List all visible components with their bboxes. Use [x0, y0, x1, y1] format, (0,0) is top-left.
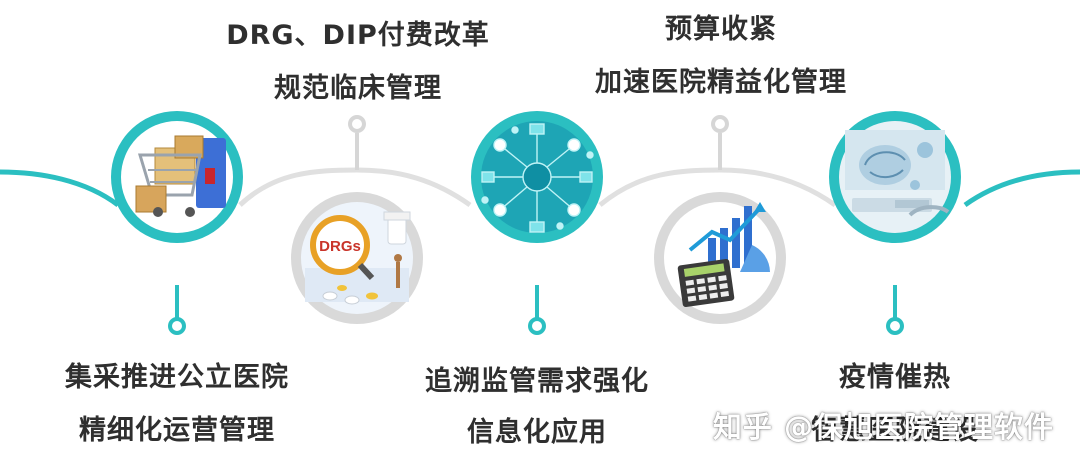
- ai-brain-icon: [845, 130, 950, 217]
- stage-4-label: 预算收紧 加速医院精益化管理: [580, 16, 862, 96]
- wave-line-right: [963, 169, 1080, 208]
- stage-5-line-1: 疫情催热: [839, 362, 951, 393]
- wave-line-left: [0, 169, 120, 207]
- network-icon: [481, 123, 594, 233]
- stage-1-label: 集采推进公立医院 精细化运营管理: [50, 364, 304, 444]
- connector-dot-3: [528, 317, 546, 335]
- stage-5-line-2: 智慧医院建设: [811, 415, 979, 446]
- stage-1-circle: [111, 111, 243, 243]
- stage-5-label: 疫情催热 智慧医院建设: [800, 364, 990, 444]
- connector-dot-5: [886, 317, 904, 335]
- stage-1-line-2: 精细化运营管理: [79, 415, 275, 446]
- shopping-cart-icon: [135, 135, 226, 217]
- stage-4-line-1: 预算收紧: [665, 14, 777, 45]
- stage-3-label: 追溯监管需求强化 信息化应用: [410, 368, 664, 446]
- stage-2-line-1: DRG、DIP付费改革: [226, 20, 490, 51]
- stage-5-circle: [829, 111, 961, 243]
- stage-3-line-2: 信息化应用: [467, 417, 607, 448]
- connector-dot-1: [168, 317, 186, 335]
- drgs-magnifier-icon: DRGs: [305, 211, 411, 305]
- stage-2-label: DRG、DIP付费改革 规范临床管理: [218, 22, 498, 102]
- stage-2-line-2: 规范临床管理: [274, 73, 442, 104]
- watermark: 知乎 @保旭医院管理软件: [712, 410, 1054, 444]
- stage-3-line-1: 追溯监管需求强化: [425, 366, 649, 397]
- connector-dot-2: [348, 115, 366, 133]
- calculator-chart-icon: [677, 202, 770, 308]
- stage-2-circle: DRGs: [291, 192, 423, 324]
- stage-3-circle: [471, 111, 603, 243]
- stage-1-line-1: 集采推进公立医院: [65, 362, 289, 393]
- drgs-text: DRGs: [319, 238, 361, 255]
- connector-dot-4: [711, 115, 729, 133]
- stage-4-line-2: 加速医院精益化管理: [595, 67, 847, 98]
- stage-4-circle: [654, 192, 786, 324]
